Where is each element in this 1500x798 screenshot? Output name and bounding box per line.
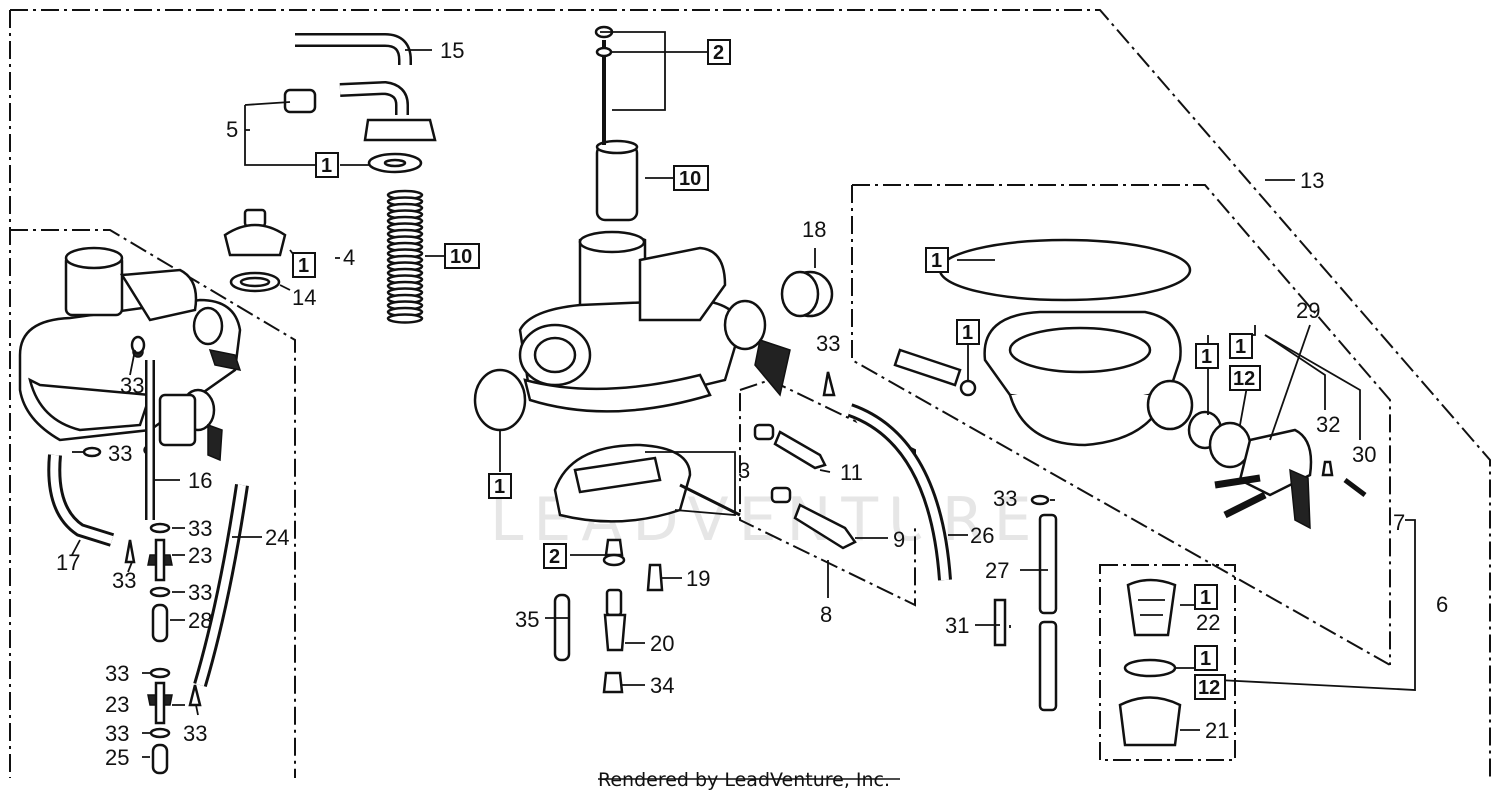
- label-18: 18: [802, 217, 826, 242]
- label-33-a: 33: [816, 331, 840, 356]
- right-center-parts: [780, 270, 1058, 712]
- label-32: 32: [1316, 412, 1340, 437]
- label-15: 15: [440, 38, 464, 63]
- small-parts-left: [82, 335, 202, 775]
- leader-lines: [71, 31, 1416, 758]
- boxed-label-1-b: 1: [298, 255, 309, 277]
- float-chamber: [893, 238, 1367, 530]
- label-4: 4: [343, 245, 355, 270]
- label-27: 27: [985, 558, 1009, 583]
- label-5: 5: [226, 117, 238, 142]
- label-17: 17: [56, 550, 80, 575]
- label-14: 14: [292, 285, 316, 310]
- boxed-label-1-g: 1: [1235, 336, 1246, 358]
- label-8: 8: [820, 602, 832, 627]
- label-33-j: 33: [183, 721, 207, 746]
- label-22: 22: [1196, 610, 1220, 635]
- drain-parts: [1118, 578, 1182, 747]
- float: [553, 443, 741, 523]
- label-33-g: 33: [188, 580, 212, 605]
- label-23-a: 23: [188, 543, 212, 568]
- label-16: 16: [188, 468, 212, 493]
- label-26: 26: [970, 523, 994, 548]
- label-6: 6: [1436, 592, 1448, 617]
- label-11: 11: [840, 460, 863, 485]
- screw-kits: [753, 423, 857, 550]
- boxed-label-2-a: 2: [713, 42, 724, 64]
- spring-coil: [386, 313, 424, 324]
- label-33-i: 33: [105, 721, 129, 746]
- assembled-carburetor-left: [18, 246, 242, 462]
- label-21: 21: [1205, 718, 1229, 743]
- boxed-label-1-i: 1: [1200, 648, 1211, 670]
- label-25: 25: [105, 745, 129, 770]
- label-33-d: 33: [108, 441, 132, 466]
- boxed-label-10-b: 10: [679, 168, 701, 190]
- jet-parts-center: [553, 538, 664, 694]
- part-labels: 15 5 4 14 13 18 33 29 32 30 3 11 9 8 26 …: [56, 38, 1448, 770]
- label-35: 35: [515, 607, 539, 632]
- boxed-label-12-a: 12: [1233, 368, 1255, 390]
- carburetor-body-center: [473, 25, 791, 432]
- boxed-label-1-h: 1: [1200, 587, 1211, 609]
- label-7: 7: [1393, 510, 1405, 535]
- boxed-label-1-a: 1: [321, 155, 332, 177]
- label-33-h: 33: [105, 661, 129, 686]
- boxed-label-1-f: 1: [1201, 346, 1212, 368]
- group-outlines: [9, 9, 1491, 778]
- label-29: 29: [1296, 298, 1320, 323]
- label-3: 3: [738, 458, 750, 483]
- boxed-label-1-d: 1: [931, 250, 942, 272]
- boxed-label-10-a: 10: [450, 246, 472, 268]
- boxed-label-12-b: 12: [1198, 677, 1220, 699]
- footer-credit: Rendered by LeadVenture, Inc.: [598, 769, 890, 791]
- label-24: 24: [265, 525, 289, 550]
- label-34: 34: [650, 673, 674, 698]
- label-28: 28: [188, 608, 212, 633]
- label-30: 30: [1352, 442, 1376, 467]
- spring-left: [386, 189, 424, 324]
- boxed-labels: 1 1 10 2 10 1 2 1 1 1 1 12 1 1 12: [292, 39, 1261, 700]
- boxed-label-1-e: 1: [962, 322, 973, 344]
- label-33-b: 33: [993, 486, 1017, 511]
- boxed-label-1-c: 1: [494, 476, 505, 498]
- boxed-label-2-b: 2: [549, 546, 560, 568]
- label-33-e: 33: [188, 516, 212, 541]
- top-cap-parts: [223, 33, 437, 293]
- label-20: 20: [650, 631, 674, 656]
- label-33-c: 33: [120, 373, 144, 398]
- label-23-b: 23: [105, 692, 129, 717]
- label-19: 19: [686, 566, 710, 591]
- label-13: 13: [1300, 168, 1324, 193]
- label-33-f: 33: [112, 568, 136, 593]
- label-9: 9: [893, 527, 905, 552]
- label-31: 31: [945, 613, 969, 638]
- tubes-left: [47, 360, 249, 687]
